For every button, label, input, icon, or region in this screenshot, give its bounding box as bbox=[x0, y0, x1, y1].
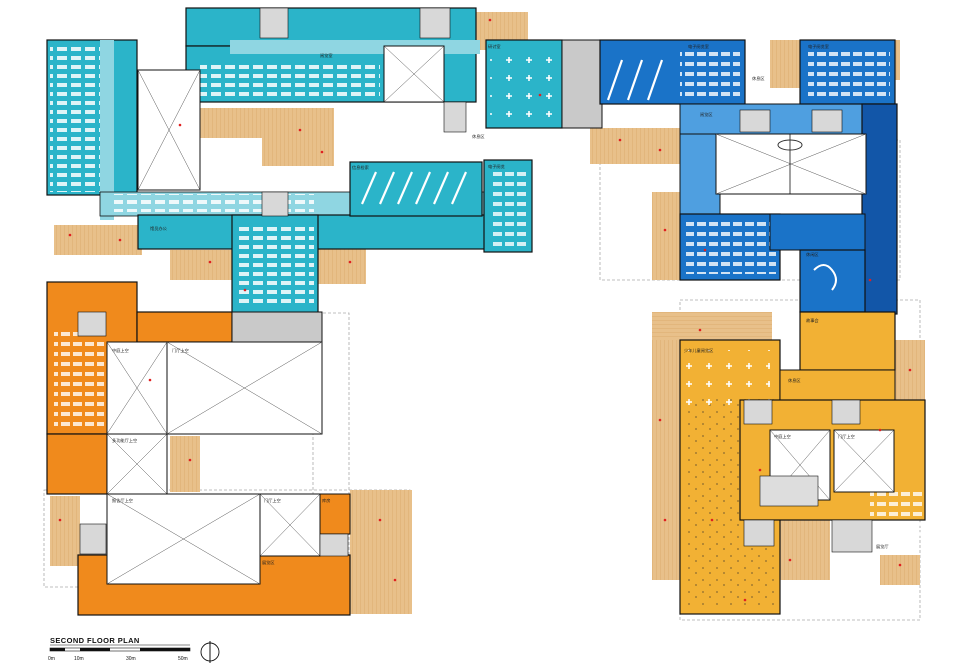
scale-tick-0: 0m bbox=[48, 656, 55, 662]
blue-e1-label: 电子阅览室 bbox=[688, 43, 709, 50]
blue-lounge-label: 休闲区 bbox=[806, 251, 819, 258]
north-arrow-icon bbox=[200, 641, 220, 663]
blue-rest-label: 休息区 bbox=[752, 75, 765, 82]
blue-e2-label: 电子阅览室 bbox=[808, 43, 829, 50]
yellow-void2-label: 门厅上空 bbox=[838, 433, 855, 440]
yellow-hall-label: 展览厅 bbox=[876, 543, 889, 550]
scale-tick-50: 50m bbox=[178, 656, 188, 662]
red-markers bbox=[58, 18, 912, 602]
orange-void6-label: 展览区 bbox=[262, 559, 275, 566]
orange-void4-label: 多功能厅上空 bbox=[112, 437, 137, 444]
teal-elec-label: 电子阅览 bbox=[488, 163, 505, 170]
orange-wing: 中庭上空 门厅上空 报告厅上空 多功能厅上空 门厅上空 展览区 库房 bbox=[46, 281, 351, 616]
orange-void1-label: 中庭上空 bbox=[112, 347, 129, 354]
blue-wing: 电子阅览室 电子阅览室 休息区 阅览区 休闲区 bbox=[599, 39, 898, 315]
blue-read-label: 阅览区 bbox=[700, 111, 713, 118]
yellow-wing: 少年儿童阅览区 故事会 休息区 中庭上空 门厅上空 展览厅 bbox=[679, 311, 926, 615]
yellow-rest-label: 休息区 bbox=[788, 377, 801, 384]
orange-void3-label: 报告厅上空 bbox=[112, 497, 133, 504]
yellow-kids-label: 少年儿童阅览区 bbox=[684, 347, 713, 354]
teal-reading-label: 阅览室 bbox=[320, 52, 333, 59]
plan-title: SECOND FLOOR PLAN bbox=[50, 636, 140, 645]
teal-info-label: 信息检索 bbox=[352, 164, 369, 171]
teal-hall-label: 休息区 bbox=[472, 133, 485, 140]
teal-wing: 阅览室 馆员办公 研讨室 信息检索 休息区 电子阅览 bbox=[46, 7, 603, 316]
scale-tick-10: 10m bbox=[74, 656, 84, 662]
scale-bar bbox=[49, 644, 191, 652]
teal-study-label: 研讨室 bbox=[488, 43, 501, 50]
scale-tick-30: 30m bbox=[126, 656, 136, 662]
orange-store-label: 库房 bbox=[322, 497, 330, 504]
yellow-void1-label: 中庭上空 bbox=[774, 433, 791, 440]
teal-office-label: 馆员办公 bbox=[150, 225, 168, 232]
yellow-story-label: 故事会 bbox=[806, 317, 819, 324]
orange-void5-label: 门厅上空 bbox=[264, 497, 281, 504]
orange-void2-label: 门厅上空 bbox=[172, 347, 189, 354]
